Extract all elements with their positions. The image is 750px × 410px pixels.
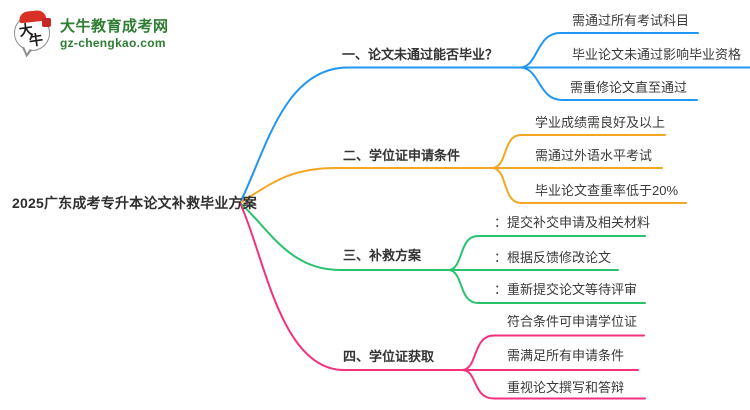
leaf-1-3: 需重修论文直至通过 [570,80,688,95]
branch-label-1: 一、论文未通过能否毕业？ [342,47,499,62]
logo-red-seal [42,18,51,27]
leaf-3-3: ：重新提交论文等待评审 [494,282,638,297]
leaf-2-3: 毕业论文查重率低于20% [535,183,679,198]
logo-text-block: 大牛教育成考网 gz-chengkao.com [60,18,169,50]
logo-site-name: 大牛教育成考网 [60,18,169,35]
site-logo: 大 牛 大牛教育成考网 gz-chengkao.com [13,9,169,59]
daniu-logo-icon: 大 牛 [13,9,54,59]
branch-lines-2 [239,134,687,204]
logo-site-url: gz-chengkao.com [60,36,166,50]
branch-label-4: 四、学位证获取 [343,349,435,364]
logo-char-niu: 牛 [27,31,45,49]
leaf-3-1: ：提交补交申请及相关材料 [494,215,651,230]
branch-label-3: 三、补救方案 [343,248,422,263]
leaf-2-1: 学业成绩需良好及以上 [535,115,666,130]
central-topic: 2025广东成考专升本论文补救毕业方案 [12,195,257,211]
branch-lines-4 [239,202,646,400]
branch-label-2: 二、学位证申请条件 [343,148,461,163]
leaf-4-3: 重视论文撰写和答辩 [507,380,625,395]
leaf-1-2: 毕业论文未通过影响毕业资格 [572,47,742,62]
leaf-4-1: 符合条件可申请学位证 [507,314,638,329]
leaf-4-2: 需满足所有申请条件 [507,348,625,363]
leaf-3-2: ：根据反馈修改论文 [494,250,612,265]
branch-lines-1 [239,32,750,204]
branch-lines-3 [239,202,646,304]
leaf-1-1: 需通过所有考试科目 [572,13,690,28]
leaf-2-2: 需通过外语水平考试 [535,148,653,163]
